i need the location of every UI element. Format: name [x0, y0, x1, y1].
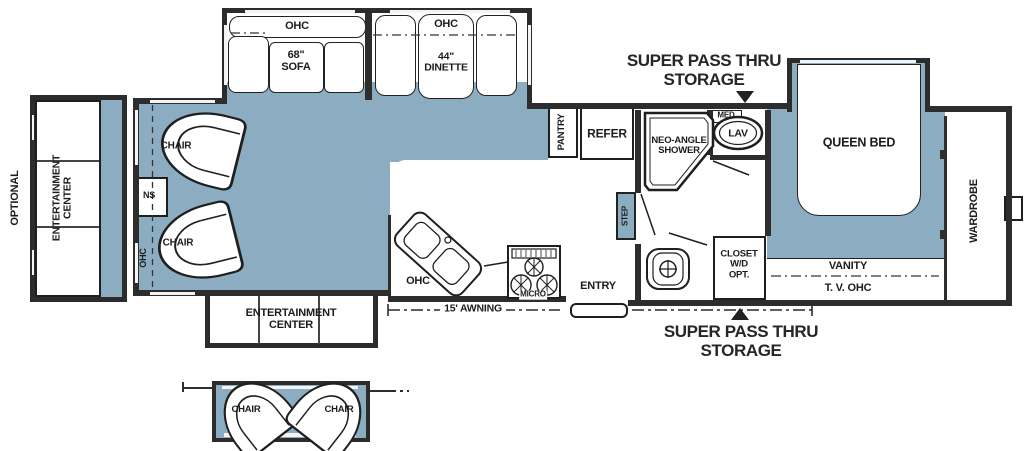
living-floor	[133, 103, 390, 290]
dinette-word: DINETTE	[424, 62, 468, 74]
step-box	[616, 192, 636, 240]
optional-unit-floor-strip	[100, 100, 122, 297]
arrow-down-icon	[736, 91, 754, 103]
ent-center-bottom-label: ENTERTAINMENT CENTER	[245, 307, 337, 332]
wall-lav-bottom	[710, 155, 766, 160]
entry-label: ENTRY	[580, 280, 616, 293]
cabinet-divider	[318, 294, 320, 344]
awning-label: 15' AWNING	[440, 302, 506, 315]
med-label: MED	[717, 110, 735, 120]
window-mark	[223, 25, 227, 85]
chair-label: CHAIR	[231, 403, 261, 415]
micro-label: MICRO	[519, 289, 547, 300]
tv-ohc-label: T. V. OHC	[824, 282, 872, 295]
wall-bath-right	[765, 110, 771, 236]
optional-label: OPTIONAL	[9, 170, 22, 226]
wall-bottom-right	[628, 300, 1012, 306]
step-label: STEP	[620, 205, 630, 227]
refer-label: REFER	[587, 126, 627, 141]
toilet-shape	[646, 248, 690, 290]
sofa-cushion	[269, 42, 324, 93]
window-mark	[224, 433, 356, 437]
lav-label: LAV	[728, 127, 748, 140]
storage-bottom-label: SUPER PASS THRU STORAGE	[663, 322, 819, 360]
cabinet-divider	[37, 226, 99, 228]
nightstand-label: NS	[142, 190, 156, 201]
ent-center-left-label: ENTERTAINMENT CENTER	[51, 155, 75, 241]
optional-ent-center-cabinet	[35, 100, 101, 297]
closet-label: CLOSET W/D OPT.	[720, 248, 758, 281]
storage-line: STORAGE	[663, 70, 745, 89]
wall-left	[133, 98, 139, 296]
storage-top-label: SUPER PASS THRU STORAGE	[626, 51, 782, 89]
wall-bottom-mid	[388, 296, 566, 302]
wardrobe-interior	[945, 112, 1006, 302]
ent-line: ENTERTAINMENT	[245, 307, 337, 320]
window-mark	[150, 291, 195, 295]
slide-divider-wall	[365, 13, 372, 100]
chair-label: CHAIR	[324, 403, 354, 415]
ent-line: CENTER	[268, 319, 314, 331]
dinette-ohc-label: OHC	[434, 18, 458, 31]
counter-end-panel	[388, 215, 391, 296]
arrow-up-icon	[731, 308, 749, 320]
closet-wd-box	[713, 236, 766, 300]
sofa-size: 68"	[287, 49, 305, 62]
queen-bed	[797, 64, 921, 216]
storage-line: SUPER PASS THRU	[663, 322, 819, 341]
ent-line: CENTER	[62, 177, 74, 219]
pantry-box	[548, 107, 578, 158]
shower-label: NEO-ANGLE SHOWER	[651, 134, 707, 157]
pantry-label: PANTRY	[555, 113, 567, 151]
window-mark	[31, 115, 34, 140]
chair-label: CHAIR	[162, 237, 194, 249]
storage-line: STORAGE	[700, 341, 782, 360]
vanity-label: VANITY	[825, 260, 871, 273]
dinette-size: 44"	[437, 50, 455, 63]
shower-line: SHOWER	[658, 145, 700, 156]
wall-bath-left-lower	[635, 244, 641, 300]
dinette-label: 44" DINETTE	[424, 50, 468, 75]
closet-line: W/D	[730, 258, 748, 270]
cabinet-divider	[37, 160, 99, 162]
wall-bottom-left	[133, 290, 390, 296]
wall-top-mid	[527, 103, 790, 109]
sofa-ohc-label: OHC	[285, 20, 309, 33]
window-mark	[150, 99, 215, 103]
sofa-arm-left	[228, 36, 269, 93]
shower-line: NEO-ANGLE	[651, 134, 707, 146]
ent-center-slideout	[205, 292, 378, 348]
dinette-table	[418, 14, 474, 99]
wall-shower-lav	[707, 110, 713, 155]
queen-bed-label: QUEEN BED	[822, 135, 896, 150]
entry-door	[570, 303, 628, 318]
dinette-bench	[375, 15, 416, 96]
wardrobe-label: WARDROBE	[968, 179, 981, 243]
closet-line: OPT.	[728, 269, 750, 281]
window-mark	[390, 9, 510, 13]
cabinet-divider	[258, 294, 260, 344]
dinette-bench	[476, 15, 517, 96]
window-mark	[527, 25, 531, 85]
window-mark	[222, 385, 358, 389]
window-mark	[134, 110, 138, 165]
sofa-word: SOFA	[281, 61, 311, 73]
window-mark	[245, 9, 355, 13]
window-mark	[800, 59, 916, 63]
wall-top-right	[930, 106, 1012, 112]
sofa-cushion	[324, 42, 364, 93]
window-mark	[31, 250, 34, 275]
door-lines	[640, 160, 750, 246]
wall-bath-left-upper	[635, 110, 641, 193]
closet-line: CLOSET	[720, 248, 758, 260]
sofa-label: 68" SOFA	[281, 49, 311, 74]
wall-right	[1006, 106, 1012, 306]
chair-label: CHAIR	[160, 140, 192, 152]
kitchen-ohc-label: OHC	[406, 275, 430, 288]
window-mark	[134, 243, 138, 283]
storage-line: SUPER PASS THRU	[626, 51, 782, 70]
side-ohc-label: OHC	[138, 248, 149, 268]
refrigerator-box	[580, 107, 634, 160]
